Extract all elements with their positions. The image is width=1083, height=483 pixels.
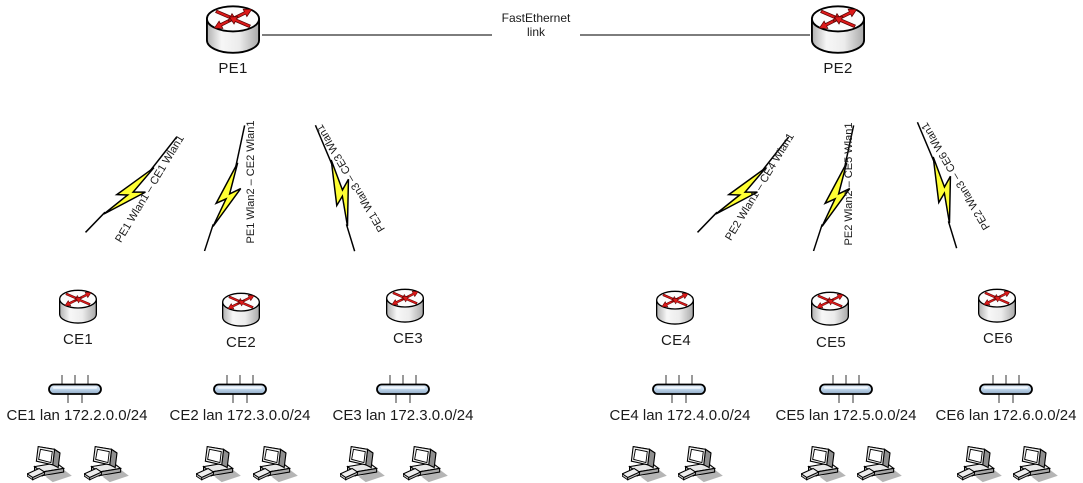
router-ce1-label: CE1 [62,331,94,348]
router-ce4-label: CE4 [660,332,692,349]
router-ce2-icon [221,291,261,329]
desktop-pc-icon-lan5-a [801,443,847,483]
wlan-link-label-5: PE2 Wlan2 – CE5 Wlan1 [843,122,855,246]
desktop-pc-icon-lan1-b [84,443,130,483]
ethernet-hub-icon-1 [47,374,103,404]
ethernet-hub-icon-5 [818,374,874,404]
fastethernet-link-label-line2: link [526,25,545,39]
lan-label-ce3: CE3 lan 172.3.0.0/24 [332,407,474,424]
router-ce6-label: CE6 [982,330,1014,347]
desktop-pc-icon-lan3-b [403,443,449,483]
router-ce1-icon [58,288,98,326]
router-ce3-icon [385,287,425,325]
desktop-pc-icon-lan4-b [678,443,724,483]
router-pe1-label: PE1 [218,60,248,77]
desktop-pc-icon-lan2-b [253,443,299,483]
router-ce2-label: CE2 [225,334,257,351]
ethernet-hub-icon-3 [375,374,431,404]
lan-label-ce2: CE2 lan 172.3.0.0/24 [169,407,311,424]
wlan-link-label-2: PE1 Wlan2 – CE2 Wlan1 [245,120,257,244]
lightning-bolt-icon-wlan3 [289,121,386,252]
router-pe2-icon [809,3,867,57]
lan-label-ce4: CE4 lan 172.4.0.0/24 [609,407,751,424]
fastethernet-link-label: FastEthernet link [492,11,580,39]
router-pe1-icon [204,3,262,57]
desktop-pc-icon-lan4-a [622,443,668,483]
desktop-pc-icon-lan6-a [957,443,1003,483]
lan-label-ce6: CE6 lan 172.6.0.0/24 [935,407,1077,424]
ethernet-hub-icon-2 [212,374,268,404]
desktop-pc-icon-lan2-a [196,443,242,483]
router-ce4-icon [655,289,695,327]
lan-label-ce5: CE5 lan 172.5.0.0/24 [775,407,917,424]
ethernet-hub-icon-6 [978,374,1034,404]
ethernet-hub-icon-4 [651,374,707,404]
fastethernet-link-label-line1: FastEthernet [501,11,571,25]
desktop-pc-icon-lan6-b [1013,443,1059,483]
desktop-pc-icon-lan5-b [857,443,903,483]
router-ce6-icon [977,287,1017,325]
router-ce3-label: CE3 [392,330,424,347]
router-ce5-icon [810,290,850,328]
router-pe2-label: PE2 [823,60,853,77]
desktop-pc-icon-lan1-a [27,443,73,483]
router-ce5-label: CE5 [815,334,847,351]
lan-label-ce1: CE1 lan 172.2.0.0/24 [6,407,148,424]
desktop-pc-icon-lan3-a [340,443,386,483]
lightning-bolt-icon-wlan1 [84,121,183,251]
